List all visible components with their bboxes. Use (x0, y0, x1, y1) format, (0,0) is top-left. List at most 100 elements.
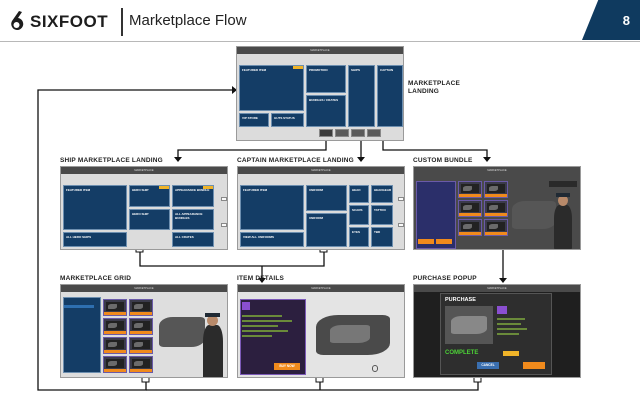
grid-card[interactable] (129, 299, 153, 316)
captain-cap (556, 193, 570, 197)
label-item-details: ITEM DETAILS (237, 275, 285, 282)
grid-card[interactable] (103, 299, 127, 316)
bundle-card[interactable] (458, 200, 482, 217)
tile-label: FEATURED ITEM (242, 68, 267, 72)
purchase-popup-screen: MARKETPLACE PURCHASE COMPLETE CANCEL (413, 284, 581, 378)
tile-hero-ship[interactable]: HERO SHIP (129, 185, 170, 207)
tile-vip-store[interactable]: VIP STORE (239, 113, 269, 127)
tile-label: UNIFORM (309, 188, 323, 192)
screen-top-bar: MARKETPLACE (238, 167, 404, 174)
label-marketplace-grid: MARKETPLACE GRID (60, 275, 132, 282)
currency-display (549, 181, 577, 187)
grid-card[interactable] (129, 356, 153, 373)
category-sidebar[interactable] (63, 297, 101, 373)
nav-button[interactable] (351, 129, 365, 137)
nav-button[interactable] (367, 129, 381, 137)
rarity-badge (497, 306, 507, 314)
bundle-card[interactable] (458, 181, 482, 198)
tile-tattoo[interactable]: TATTOO (371, 205, 393, 225)
tile-label: PROMOTION (309, 68, 328, 72)
ship-landing-screen: MARKETPLACE FEATURED ITEM HERO SHIP APPE… (60, 166, 228, 250)
tile-featured-item[interactable]: FEATURED ITEM (63, 185, 127, 230)
bundle-card[interactable] (484, 200, 508, 217)
label-ship-landing: SHIP MARKETPLACE LANDING (60, 157, 163, 164)
tile-label: ALL CRATES (175, 235, 194, 239)
label-marketplace-landing: MARKETPLACE LANDING (408, 80, 461, 96)
grid-card[interactable] (103, 337, 127, 354)
tile-featured-item[interactable]: FEATURED ITEM (240, 185, 304, 230)
captain-render (554, 205, 572, 249)
tile-captain[interactable]: CAPTAIN (377, 65, 403, 127)
tile-appearance-bundle[interactable]: APPEARANCE BUNDLE (172, 185, 214, 207)
tile-all-crates[interactable]: ALL CRATES (172, 232, 214, 247)
ship-render (512, 201, 556, 229)
tile-bundles-crates[interactable]: BUNDLES / CRATES (306, 95, 346, 127)
bundle-buy-button[interactable] (418, 239, 434, 244)
tile-label: APPEARANCE BUNDLE (175, 188, 210, 192)
tile-all-appearance[interactable]: ALL APPEARANCE BUNDLES (172, 209, 214, 230)
tile-eyes[interactable]: EYES (349, 227, 369, 247)
page-title: Marketplace Flow (129, 12, 247, 29)
tile-head[interactable]: HEAD (349, 185, 369, 203)
grid-card[interactable] (103, 318, 127, 335)
bundle-card[interactable] (484, 181, 508, 198)
tile-scars[interactable]: SCARS (349, 205, 369, 225)
bundle-card[interactable] (458, 219, 482, 236)
custom-bundle-screen: MARKETPLACE (413, 166, 581, 250)
tile-label: FEATURED ITEM (66, 188, 91, 192)
grid-card[interactable] (129, 318, 153, 335)
tile-label: HEADGEAR (374, 188, 392, 192)
new-flag (203, 186, 213, 189)
cancel-button[interactable]: CANCEL (477, 362, 499, 369)
screen-top-bar: MARKETPLACE (61, 285, 227, 292)
tile-uniform[interactable]: UNIFORM (306, 185, 347, 211)
purchase-heading: PURCHASE (445, 297, 476, 303)
price-tag (503, 351, 519, 356)
tile-view-all-uniforms[interactable]: VIEW ALL UNIFORMS (240, 232, 304, 247)
stat-bar (497, 323, 521, 325)
tile-featured-item[interactable]: FEATURED ITEM (239, 65, 304, 111)
tile-ships[interactable]: SHIPS (348, 65, 375, 127)
tile-label: HERO SHIP (132, 188, 149, 192)
captain-head (558, 195, 568, 206)
stat-bar (242, 330, 288, 332)
buy-now-button[interactable]: BUY NOW (274, 363, 300, 370)
tile-promotion[interactable]: PROMOTION (306, 65, 346, 93)
screen-top-bar: MARKETPLACE (414, 167, 580, 174)
bundle-clear-button[interactable] (436, 239, 452, 244)
bundle-slot-list (416, 181, 456, 249)
purchase-dialog: PURCHASE COMPLETE CANCEL (440, 293, 552, 375)
captain-cap (205, 313, 220, 317)
category-item-selected[interactable] (64, 305, 94, 308)
page-number-tab (582, 0, 640, 40)
nav-button[interactable] (319, 129, 333, 137)
grid-card[interactable] (103, 356, 127, 373)
stat-bar (242, 320, 292, 322)
mouse-icon (372, 365, 378, 372)
page-number: 8 (622, 13, 630, 28)
grid-card[interactable] (129, 337, 153, 354)
tile-uniform-2[interactable]: UNIFORM (306, 213, 347, 247)
tile-label: HEAD (352, 188, 361, 192)
bundle-card[interactable] (484, 219, 508, 236)
sixfoot-logo-icon (11, 11, 24, 30)
ship-render-detail (330, 325, 370, 343)
stat-bar (497, 333, 519, 335)
screen-top-bar: MARKETPLACE (414, 285, 580, 292)
screen-top-bar: MARKETPLACE (237, 47, 403, 54)
tile-label: GUTS STATUS (274, 116, 295, 120)
label-captain-landing: CAPTAIN MARKETPLACE LANDING (237, 157, 354, 164)
tile-headgear[interactable]: HEADGEAR (371, 185, 393, 203)
tile-tbd[interactable]: TBD (371, 227, 393, 247)
tile-hero-ship-2[interactable]: HERO SHIP (129, 209, 170, 230)
side-marker (221, 223, 227, 227)
arrowhead (174, 157, 182, 162)
nav-button[interactable] (335, 129, 349, 137)
tile-all-hero-ships[interactable]: ALL HERO SHIPS (63, 232, 127, 247)
item-preview (445, 306, 493, 344)
confirm-button[interactable] (523, 362, 545, 369)
tile-guts-status[interactable]: GUTS STATUS (271, 113, 304, 127)
sixfoot-logo: SIXFOOT (8, 9, 108, 35)
ship-render (159, 317, 205, 347)
stat-bar (242, 325, 278, 327)
